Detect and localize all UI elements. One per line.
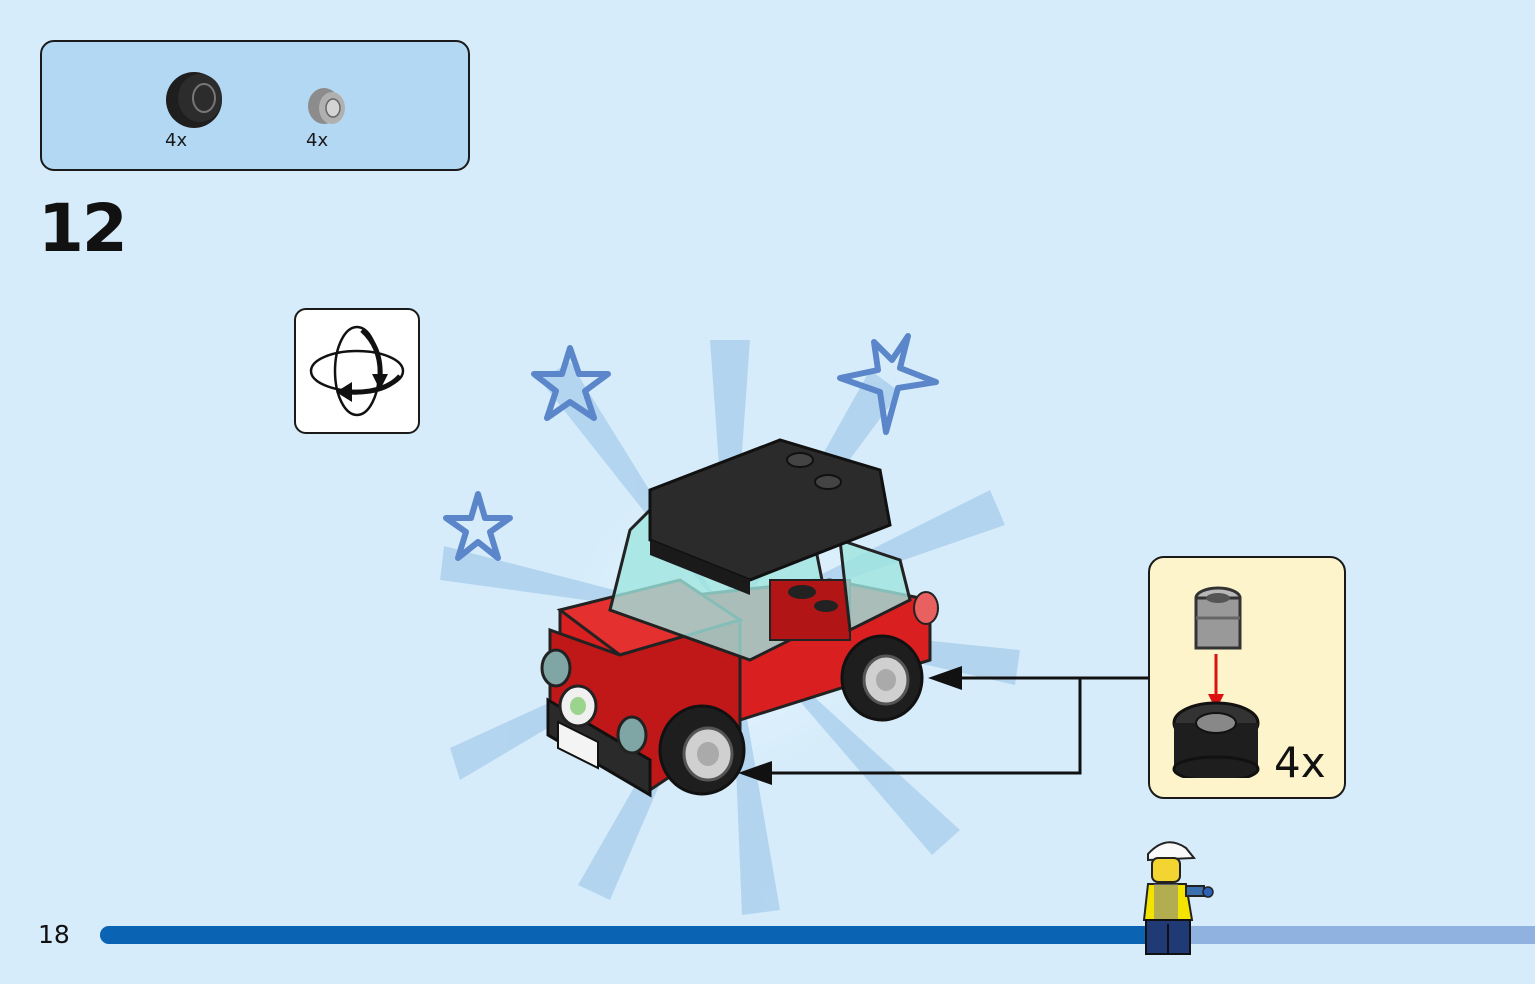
callout-arrows xyxy=(738,666,1148,785)
progress-fill xyxy=(100,926,1148,944)
star-icon xyxy=(531,345,611,421)
rotate-hint-box xyxy=(294,308,420,434)
tire-quantity: 4x xyxy=(165,130,188,151)
submodel-quantity: 4x xyxy=(1274,738,1326,787)
rotate-model-icon xyxy=(309,325,405,417)
car-model xyxy=(540,438,939,798)
star-icon xyxy=(443,491,513,561)
rim-quantity: 4x xyxy=(306,130,329,151)
star-icon xyxy=(837,333,939,435)
gray-wheel-rim-icon xyxy=(308,88,345,124)
minifigure-worker xyxy=(1142,841,1214,955)
submodel-box: 4x xyxy=(1148,556,1346,799)
wheel-assembly-icon xyxy=(1172,586,1260,778)
parts-list-box: 4x 4x xyxy=(40,40,470,171)
page-number: 18 xyxy=(38,920,70,949)
step-number: 12 xyxy=(38,190,128,267)
black-tire-icon xyxy=(166,72,222,128)
